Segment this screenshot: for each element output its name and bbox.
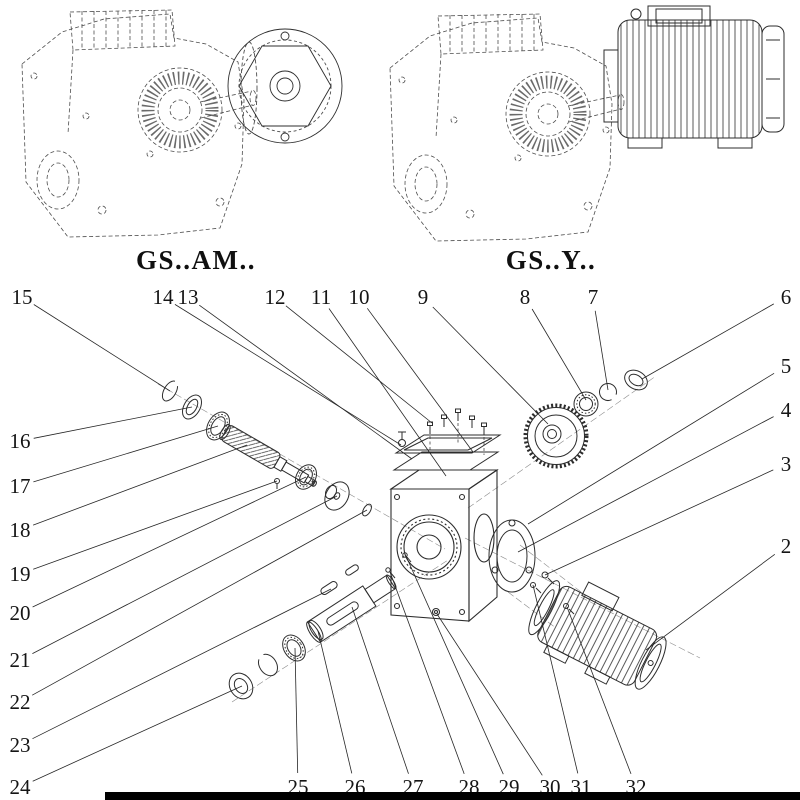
callout-leader-6 [641,303,774,380]
callout-leader-30 [436,613,543,776]
part-circlip-7 [598,383,617,401]
callout-number-22: 22 [10,690,31,714]
housing-outline-y [390,14,624,241]
input-shaft-parts [161,380,372,517]
callout-number-6: 6 [781,285,792,309]
callout-leader-27 [351,606,409,774]
part-ring-16 [182,394,202,420]
callout-leader-22 [32,509,368,696]
callout-number-11: 11 [311,285,331,309]
callout-leader-3 [544,469,774,576]
housing-outline-am [22,10,256,237]
callout-number-10: 10 [349,285,370,309]
callout-leader-13 [199,304,413,460]
callout-number-23: 23 [10,733,31,757]
callout-number-5: 5 [781,354,792,378]
bottom-bar [105,792,800,800]
part-flange-ring-4 [488,519,536,593]
variant-label-gs-am: GS..AM.. [136,245,256,275]
part-ring-6 [624,369,648,391]
part-screw-28 [385,567,396,579]
cover-assembly [392,408,502,471]
callout-leader-17 [33,425,219,483]
screw-projection-lines [429,423,485,455]
part-disc-21 [324,481,350,511]
callout-leader-19 [33,480,278,570]
callout-leader-24 [32,685,243,782]
part-plug-30 [431,607,441,617]
part-motor-2 [528,580,667,690]
callout-leader-7 [594,310,609,391]
callout-leader-21 [32,495,338,654]
part-bearing-25 [282,634,306,662]
part-housing [389,468,499,623]
callout-leader-25 [294,647,299,774]
gearbox-y-drawing [390,5,785,241]
callout-leader-16 [33,406,193,439]
callout-leader-28 [389,571,465,775]
part-pin-29 [402,552,412,563]
callout-leader-12 [285,305,433,424]
output-flange-am [227,28,343,144]
callout-leader-20 [32,476,307,608]
callout-number-17: 17 [10,474,31,498]
exploded-view: 1514131211109876543216171819202122232425… [10,285,792,799]
callout-number-21: 21 [10,648,31,672]
part-key-23 [320,581,338,595]
callout-number-20: 20 [10,601,31,625]
callout-leader-26 [317,630,353,774]
callout-number-18: 18 [10,518,31,542]
callout-number-19: 19 [10,562,31,586]
part-key-small [345,564,359,576]
callout-leader-15 [33,304,171,392]
motor-top-drawing [603,5,785,149]
part-washer-24 [228,672,254,700]
callout-number-3: 3 [781,452,792,476]
callout-leader-8 [531,308,587,401]
variant-label-gs-y: GS..Y.. [505,245,597,275]
part-bolt-3 [541,571,555,585]
part-cover-plate-13 [394,434,502,454]
callout-leader-10 [366,308,474,453]
gearbox-am-drawing [22,10,343,237]
flange-and-bolts [488,519,575,615]
output-shaft-parts [228,552,412,700]
part-bearing-20 [295,464,317,490]
part-circlip [258,653,278,677]
callout-leader-32 [566,606,632,775]
callout-number-9: 9 [418,285,429,309]
callout-leader-14 [174,304,402,446]
part-bolt-31 [530,582,542,594]
callout-leader-2 [645,553,776,651]
callout-number-2: 2 [781,534,792,558]
part-gasket-11 [392,451,500,471]
part-pin-19 [274,478,280,489]
part-worm-shaft-18 [219,423,317,487]
callout-number-8: 8 [520,285,531,309]
callout-leader-4 [517,416,774,553]
callout-number-16: 16 [10,429,31,453]
part-bearing-8 [573,391,599,417]
callout-number-15: 15 [12,285,33,309]
callout-number-13: 13 [178,285,199,309]
callout-leader-23 [32,588,332,740]
gear-parts [523,369,648,469]
callout-number-24: 24 [10,775,32,799]
callout-number-12: 12 [265,285,286,309]
callout-leader-29 [405,555,504,775]
part-ring-22 [362,503,372,517]
callout-number-7: 7 [588,285,599,309]
callout-leader-9 [432,306,549,425]
callout-leader-31 [532,584,579,774]
callout-leader-5 [527,372,775,525]
callout-number-4: 4 [781,398,792,422]
part-gear-9 [523,403,589,469]
cover-screws [427,408,487,435]
callout-leader-11 [328,308,447,477]
callout-number-14: 14 [153,285,175,309]
callout-leader-18 [32,444,248,526]
